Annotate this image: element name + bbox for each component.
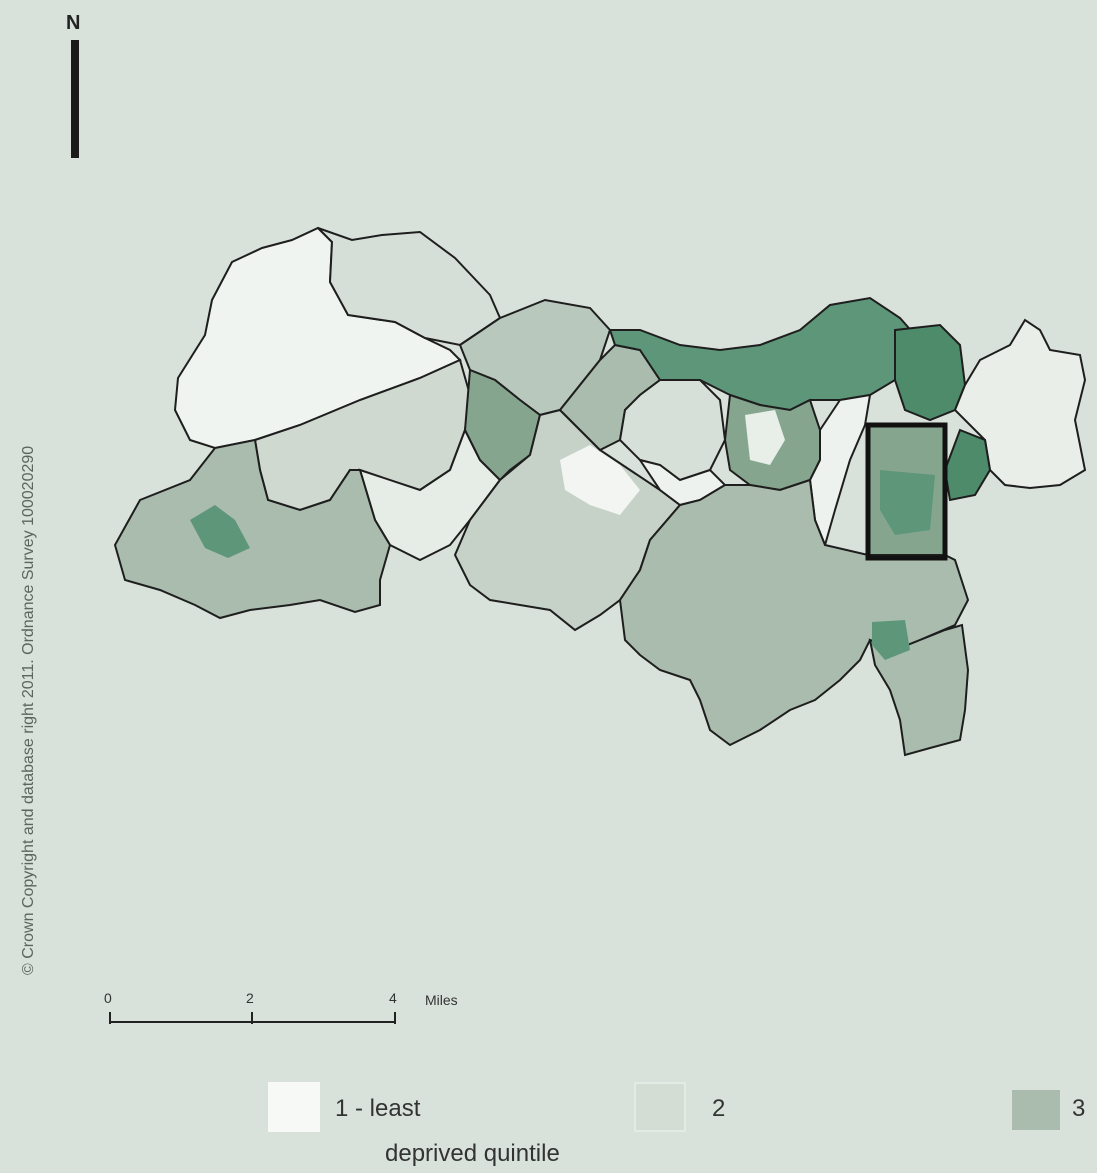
ward-south-east <box>618 478 970 747</box>
scale-tick-4: 4 <box>389 990 397 1006</box>
ward-far-east-green <box>943 428 992 502</box>
copyright-notice: © Crown Copyright and database right 201… <box>20 445 37 975</box>
north-label: N <box>66 12 81 34</box>
ward-white-core <box>560 445 640 515</box>
legend-swatch-3 <box>1012 1090 1060 1130</box>
legend-label-2: 2 <box>712 1095 726 1122</box>
ward-inset-green <box>880 470 935 535</box>
ward-south-west <box>113 438 392 620</box>
scale-tick-0: 0 <box>104 990 112 1006</box>
ward-far-east <box>953 318 1087 490</box>
legend-swatch-2 <box>634 1082 686 1132</box>
ward-south-tail <box>868 623 970 757</box>
legend-swatch-1 <box>268 1082 320 1132</box>
ward-east-narrow <box>808 393 872 549</box>
scale-bar <box>109 1012 396 1024</box>
legend-label-1: 1 - least <box>335 1095 421 1122</box>
ward-ne-dark <box>894 323 967 422</box>
ward-east-white <box>745 410 785 465</box>
scale-tick-2: 2 <box>246 990 254 1006</box>
legend-label-1-cont: deprived quintile <box>385 1140 560 1167</box>
legend-label-3: 3 <box>1072 1095 1086 1122</box>
inset-frame <box>865 422 948 561</box>
north-arrow-icon <box>71 40 79 158</box>
ward-south-tail-dark <box>872 620 910 660</box>
ward-sw-dark-patch <box>190 505 250 558</box>
scale-unit: Miles <box>425 992 458 1008</box>
